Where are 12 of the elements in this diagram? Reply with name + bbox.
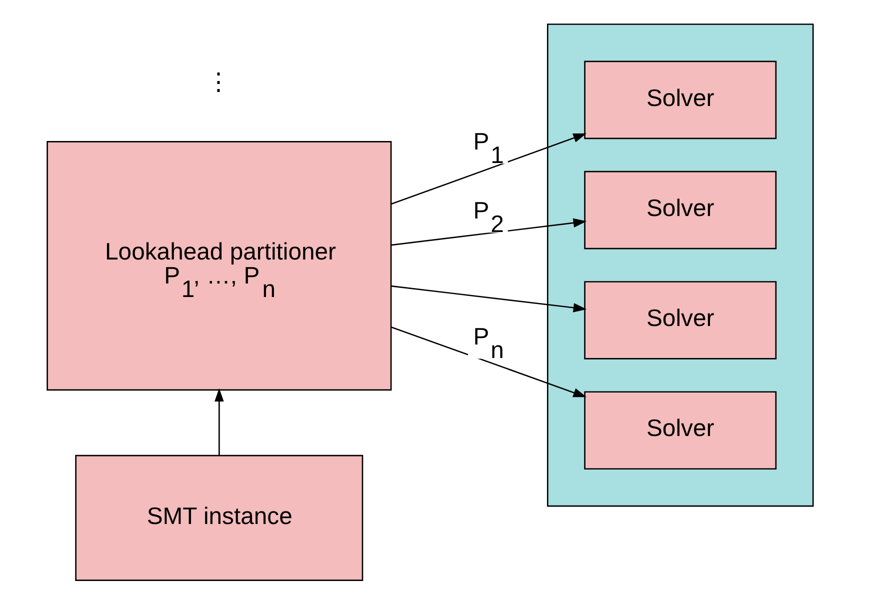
arrow (390, 218, 586, 246)
node-box: Solver (584, 60, 776, 140)
cluster (546, 24, 814, 507)
node-box: Solver (584, 170, 776, 250)
label: ⋮ (206, 68, 230, 96)
arrow (214, 388, 224, 456)
arrow (390, 133, 586, 205)
arrow (390, 285, 586, 312)
node-box: SMT instance (74, 454, 363, 581)
arrow (390, 326, 586, 398)
node-box: Solver (584, 281, 776, 360)
node-box: Solver (584, 391, 776, 470)
